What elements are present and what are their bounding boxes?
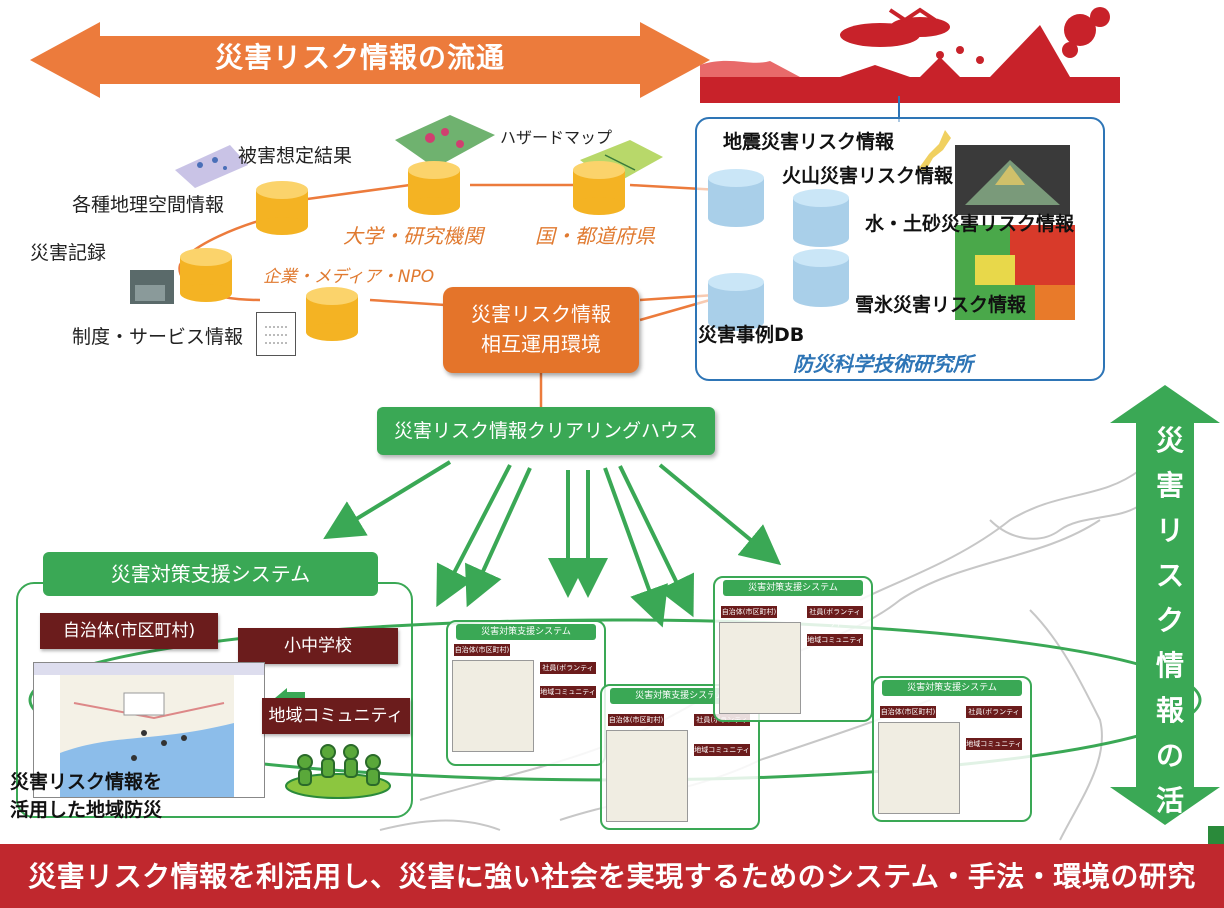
hazard-landscape-illustration	[700, 7, 1120, 103]
document-icon	[256, 312, 296, 356]
mini-municipality-label: 自治体(市区町村)	[880, 706, 936, 718]
hazard-map-label: ハザードマップ	[500, 128, 613, 147]
utilization-char: の	[1155, 739, 1184, 772]
footer-banner	[0, 844, 1224, 908]
mini-volunteer-label: 社員(ボランティア)	[966, 706, 1022, 728]
mini-volunteer-label: 社員(ボランティア)	[807, 606, 863, 628]
mini-volunteer-label: 社員(ボランティア)	[540, 662, 596, 684]
utilization-char: 情	[1155, 649, 1184, 682]
nied-name: 防災科学技術研究所	[793, 352, 973, 376]
utilization-char: 活	[1155, 784, 1184, 817]
mini-community-label: 地域コミュニティ	[807, 634, 863, 646]
utilization-label: 災 害 リ ス ク 情 報 の 活 用	[1144, 418, 1196, 868]
interop-line-2: 相互運用環境	[481, 332, 601, 356]
interop-line-1: 災害リスク情報	[471, 302, 611, 326]
mini-support-system-4: 災害対策支援システム 自治体(市区町村) 社員(ボランティア) 地域コミュニティ	[872, 676, 1032, 822]
mini-community-label: 地域コミュニティ	[694, 744, 750, 756]
mini-screenshot	[878, 722, 960, 814]
volcano-risk-label: 火山災害リスク情報	[782, 165, 954, 187]
utilization-char: ク	[1155, 604, 1184, 637]
mini-municipality-label: 自治体(市区町村)	[721, 606, 777, 618]
flood-risk-map-thumbnail	[955, 225, 1075, 320]
mini-support-system-3: 災害対策支援システム 自治体(市区町村) 社員(ボランティア) 地域コミュニティ	[713, 576, 873, 722]
disaster-record-label: 災害記録	[30, 242, 107, 264]
earthquake-risk-label: 地震災害リスク情報	[723, 131, 895, 153]
flood-landslide-risk-label: 水・土砂災害リスク情報	[865, 213, 1075, 235]
utilization-char: 害	[1155, 469, 1184, 502]
footer-text: 災害リスク情報を利活用し、災害に強い社会を実現するためのシステム・手法・環境の研…	[28, 860, 1196, 893]
japan-map-icon	[919, 130, 951, 172]
snow-ice-risk-label: 雪氷災害リスク情報	[855, 294, 1027, 316]
utilization-char: 災	[1155, 424, 1184, 457]
distribution-title: 災害リスク情報の流通	[214, 41, 505, 74]
distribution-arrow	[30, 22, 710, 98]
mini-screenshot	[606, 730, 688, 822]
mini-system-title: 災害対策支援システム	[456, 624, 596, 640]
support-system-title: 災害対策支援システム	[43, 552, 378, 596]
caption-line-1: 災害リスク情報を	[10, 771, 163, 793]
utilization-char: ス	[1155, 559, 1184, 592]
mini-municipality-label: 自治体(市区町村)	[454, 644, 510, 656]
mini-screenshot	[719, 622, 801, 714]
support-system-screenshot	[33, 662, 265, 798]
mini-screenshot	[452, 660, 534, 752]
geospatial-info-label: 各種地理空間情報	[72, 194, 225, 216]
volcano-3d-thumbnail	[955, 145, 1070, 215]
community-people-icon	[285, 744, 391, 799]
utilization-arrow	[1110, 385, 1220, 825]
utilization-char: リ	[1155, 514, 1184, 547]
disaster-record-photo	[130, 270, 174, 304]
community-label: 地域コミュニティ	[262, 698, 410, 734]
interoperability-environment: 災害リスク情報 相互運用環境	[443, 287, 639, 373]
municipality-label: 自治体(市区町村)	[40, 613, 218, 649]
damage-estimate-label: 被害想定結果	[238, 145, 353, 167]
utilization-char: 報	[1155, 694, 1184, 727]
mini-municipality-label: 自治体(市区町村)	[608, 714, 664, 726]
local-disaster-prevention-caption: 災害リスク情報を 活用した地域防災	[10, 768, 162, 824]
government-label: 国・都道府県	[535, 224, 655, 248]
mini-community-label: 地域コミュニティ	[540, 686, 596, 698]
company-media-label: 企業・メディア・NPO	[263, 267, 435, 287]
mini-system-title: 災害対策支援システム	[882, 680, 1022, 696]
school-label: 小中学校	[238, 628, 398, 664]
disaster-case-db-label: 災害事例DB	[698, 324, 805, 346]
university-label: 大学・研究機関	[343, 224, 483, 248]
caption-line-2: 活用した地域防災	[10, 799, 163, 821]
mini-community-label: 地域コミュニティ	[966, 738, 1022, 750]
system-service-label: 制度・サービス情報	[72, 326, 244, 348]
mini-system-title: 災害対策支援システム	[723, 580, 863, 596]
damage-estimate-map-thumbnail	[175, 145, 248, 188]
mini-support-system-1: 災害対策支援システム 自治体(市区町村) 社員(ボランティア) 地域コミュニティ	[446, 620, 606, 766]
clearing-house: 災害リスク情報クリアリングハウス	[377, 407, 715, 455]
hazard-map-thumbnail-1	[395, 115, 495, 168]
